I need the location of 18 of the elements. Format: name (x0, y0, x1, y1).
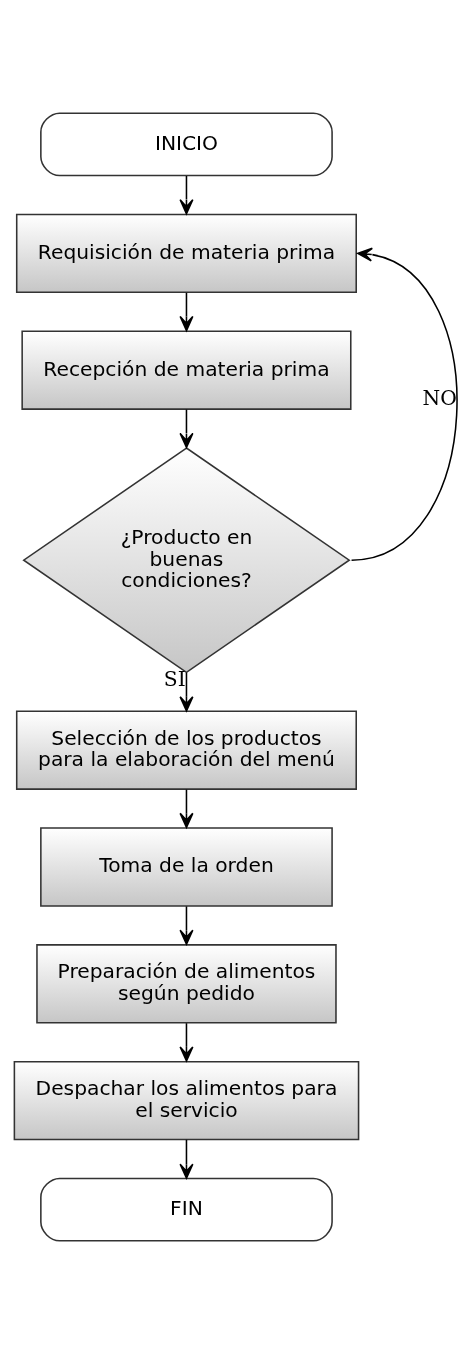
arrow (179, 788, 194, 829)
arrow (179, 1139, 194, 1179)
node-box: INICIO (40, 112, 333, 177)
node-box: Toma de la orden (40, 827, 333, 907)
arrow (179, 292, 194, 332)
node-box: Requisición de materia prima (15, 213, 357, 294)
node-box: Recepción de materia prima (21, 330, 352, 410)
arrow (179, 1022, 194, 1062)
arrow (350, 247, 458, 561)
node-box: Despachar los alimentos para el servicio (13, 1060, 360, 1141)
node-box: Selección de los productos para la elaboración del menú (15, 710, 357, 790)
arrow (179, 175, 194, 215)
edge-label: NO (422, 385, 457, 410)
arrow (179, 671, 194, 712)
node-box: FIN (40, 1177, 333, 1242)
arrow (179, 408, 194, 449)
arrow (179, 905, 194, 945)
node-box: Preparación de alimentos según pedido (36, 944, 337, 1024)
